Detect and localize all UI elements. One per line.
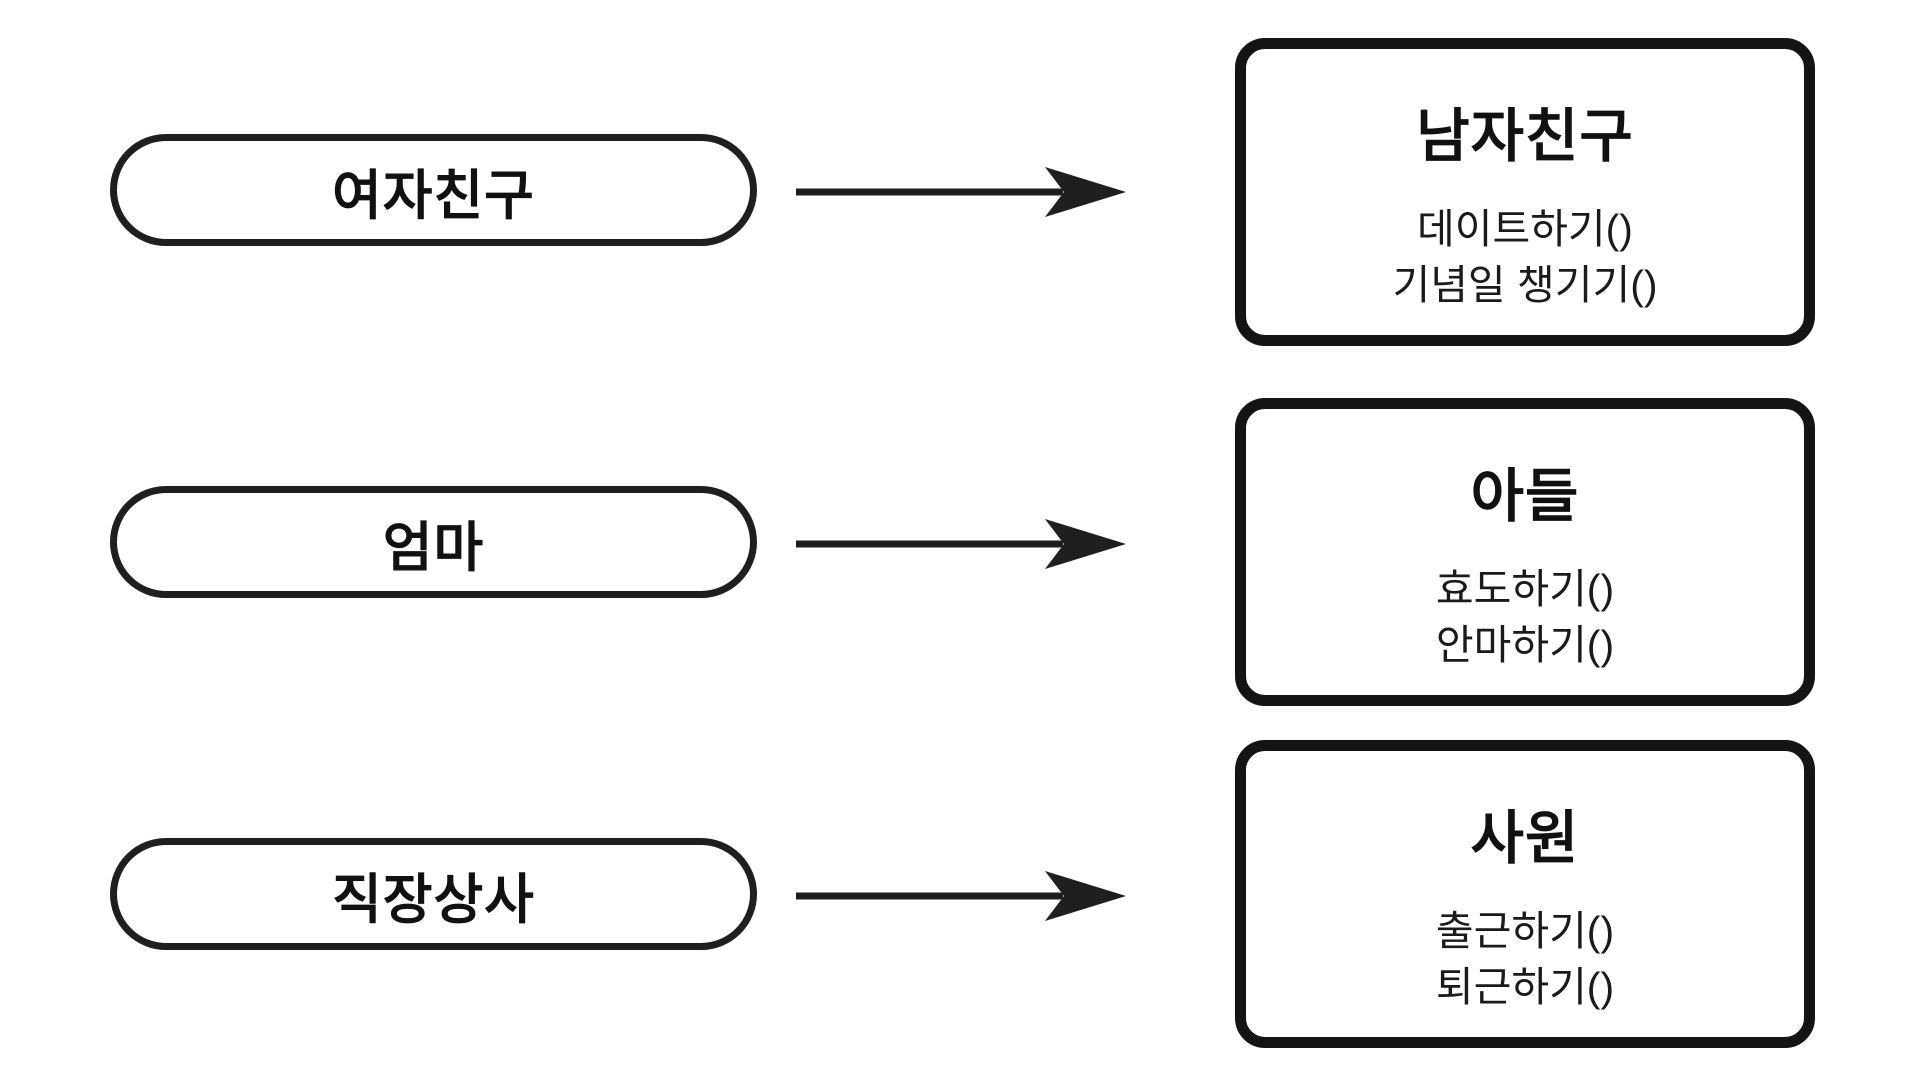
arrow-right-icon: [796, 519, 1126, 569]
arrow-right-icon: [796, 871, 1126, 921]
class-method: 안마하기(): [1435, 622, 1615, 668]
caller-node-mom: 엄마: [110, 486, 757, 598]
class-title: 사원: [1470, 806, 1580, 871]
caller-label: 여자친구: [332, 165, 535, 226]
caller-label: 직장상사: [332, 869, 535, 930]
caller-node-boss: 직장상사: [110, 838, 757, 950]
class-method: 기념일 챙기기(): [1392, 262, 1658, 308]
class-method-list: 효도하기() 안마하기(): [1436, 561, 1614, 673]
caller-node-girlfriend: 여자친구: [110, 134, 757, 246]
caller-label: 엄마: [382, 517, 485, 578]
class-title: 남자친구: [1416, 104, 1634, 169]
class-method: 효도하기(): [1435, 566, 1615, 612]
arrow-connector: [793, 160, 1128, 224]
class-method-list: 데이트하기() 기념일 챙기기(): [1392, 201, 1657, 313]
class-title: 아들: [1470, 464, 1580, 529]
arrow-connector: [793, 864, 1128, 928]
class-method: 퇴근하기(): [1435, 964, 1615, 1010]
class-box-son: 아들 효도하기() 안마하기(): [1235, 398, 1815, 706]
arrow-right-icon: [796, 167, 1126, 217]
arrow-connector: [793, 512, 1128, 576]
class-box-employee: 사원 출근하기() 퇴근하기(): [1235, 740, 1815, 1048]
class-method-list: 출근하기() 퇴근하기(): [1436, 903, 1614, 1015]
class-method: 출근하기(): [1435, 908, 1615, 954]
class-method: 데이트하기(): [1417, 206, 1633, 252]
class-box-boyfriend: 남자친구 데이트하기() 기념일 챙기기(): [1235, 38, 1815, 346]
